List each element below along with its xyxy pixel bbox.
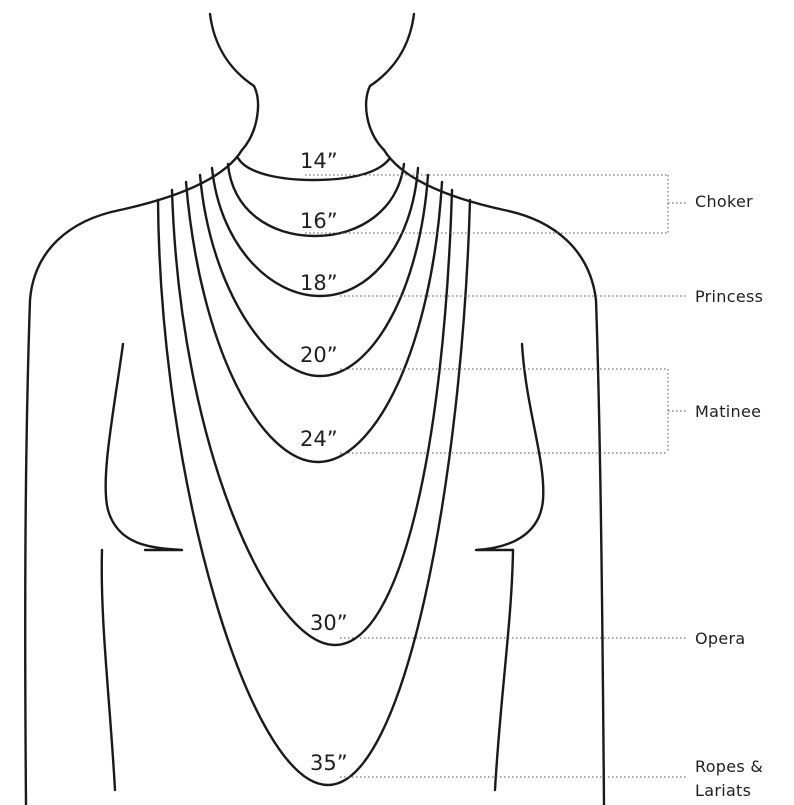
guide-lines xyxy=(305,174,688,778)
necklace-24 xyxy=(184,180,444,464)
head-left-outline xyxy=(208,12,260,152)
right-shoulder-arm-outline xyxy=(382,148,606,805)
category-opera: Opera xyxy=(695,629,745,648)
category-lariats: Lariats xyxy=(695,781,751,800)
necklace-curves xyxy=(156,156,472,787)
body-silhouette xyxy=(24,12,606,805)
length-label-16: 16” xyxy=(300,209,338,233)
necklace-35 xyxy=(156,198,472,787)
category-choker: Choker xyxy=(695,192,753,211)
category-princess: Princess xyxy=(695,287,763,306)
necklace-16 xyxy=(226,162,406,238)
category-ropes: Ropes & xyxy=(695,757,763,776)
necklace-30 xyxy=(170,188,454,647)
necklace-20 xyxy=(198,173,430,378)
left-shoulder-arm-outline xyxy=(24,148,244,805)
head-right-outline xyxy=(364,12,416,152)
length-label-20: 20” xyxy=(300,343,338,367)
length-label-18: 18” xyxy=(300,271,338,295)
length-label-35: 35” xyxy=(310,751,348,775)
length-label-30: 30” xyxy=(310,611,348,635)
category-matinee: Matinee xyxy=(695,402,761,421)
right-torso-side xyxy=(493,548,515,792)
necklace-14 xyxy=(236,156,392,182)
right-bust-outline xyxy=(474,342,545,552)
left-bust-outline xyxy=(104,342,184,552)
left-torso-side xyxy=(100,548,117,792)
length-label-24: 24” xyxy=(300,427,338,451)
length-label-14: 14” xyxy=(300,149,338,173)
category-labels: Choker Princess Matinee Opera Ropes & La… xyxy=(695,192,763,800)
length-labels: 14” 16” 18” 20” 24” 30” 35” xyxy=(300,149,348,775)
